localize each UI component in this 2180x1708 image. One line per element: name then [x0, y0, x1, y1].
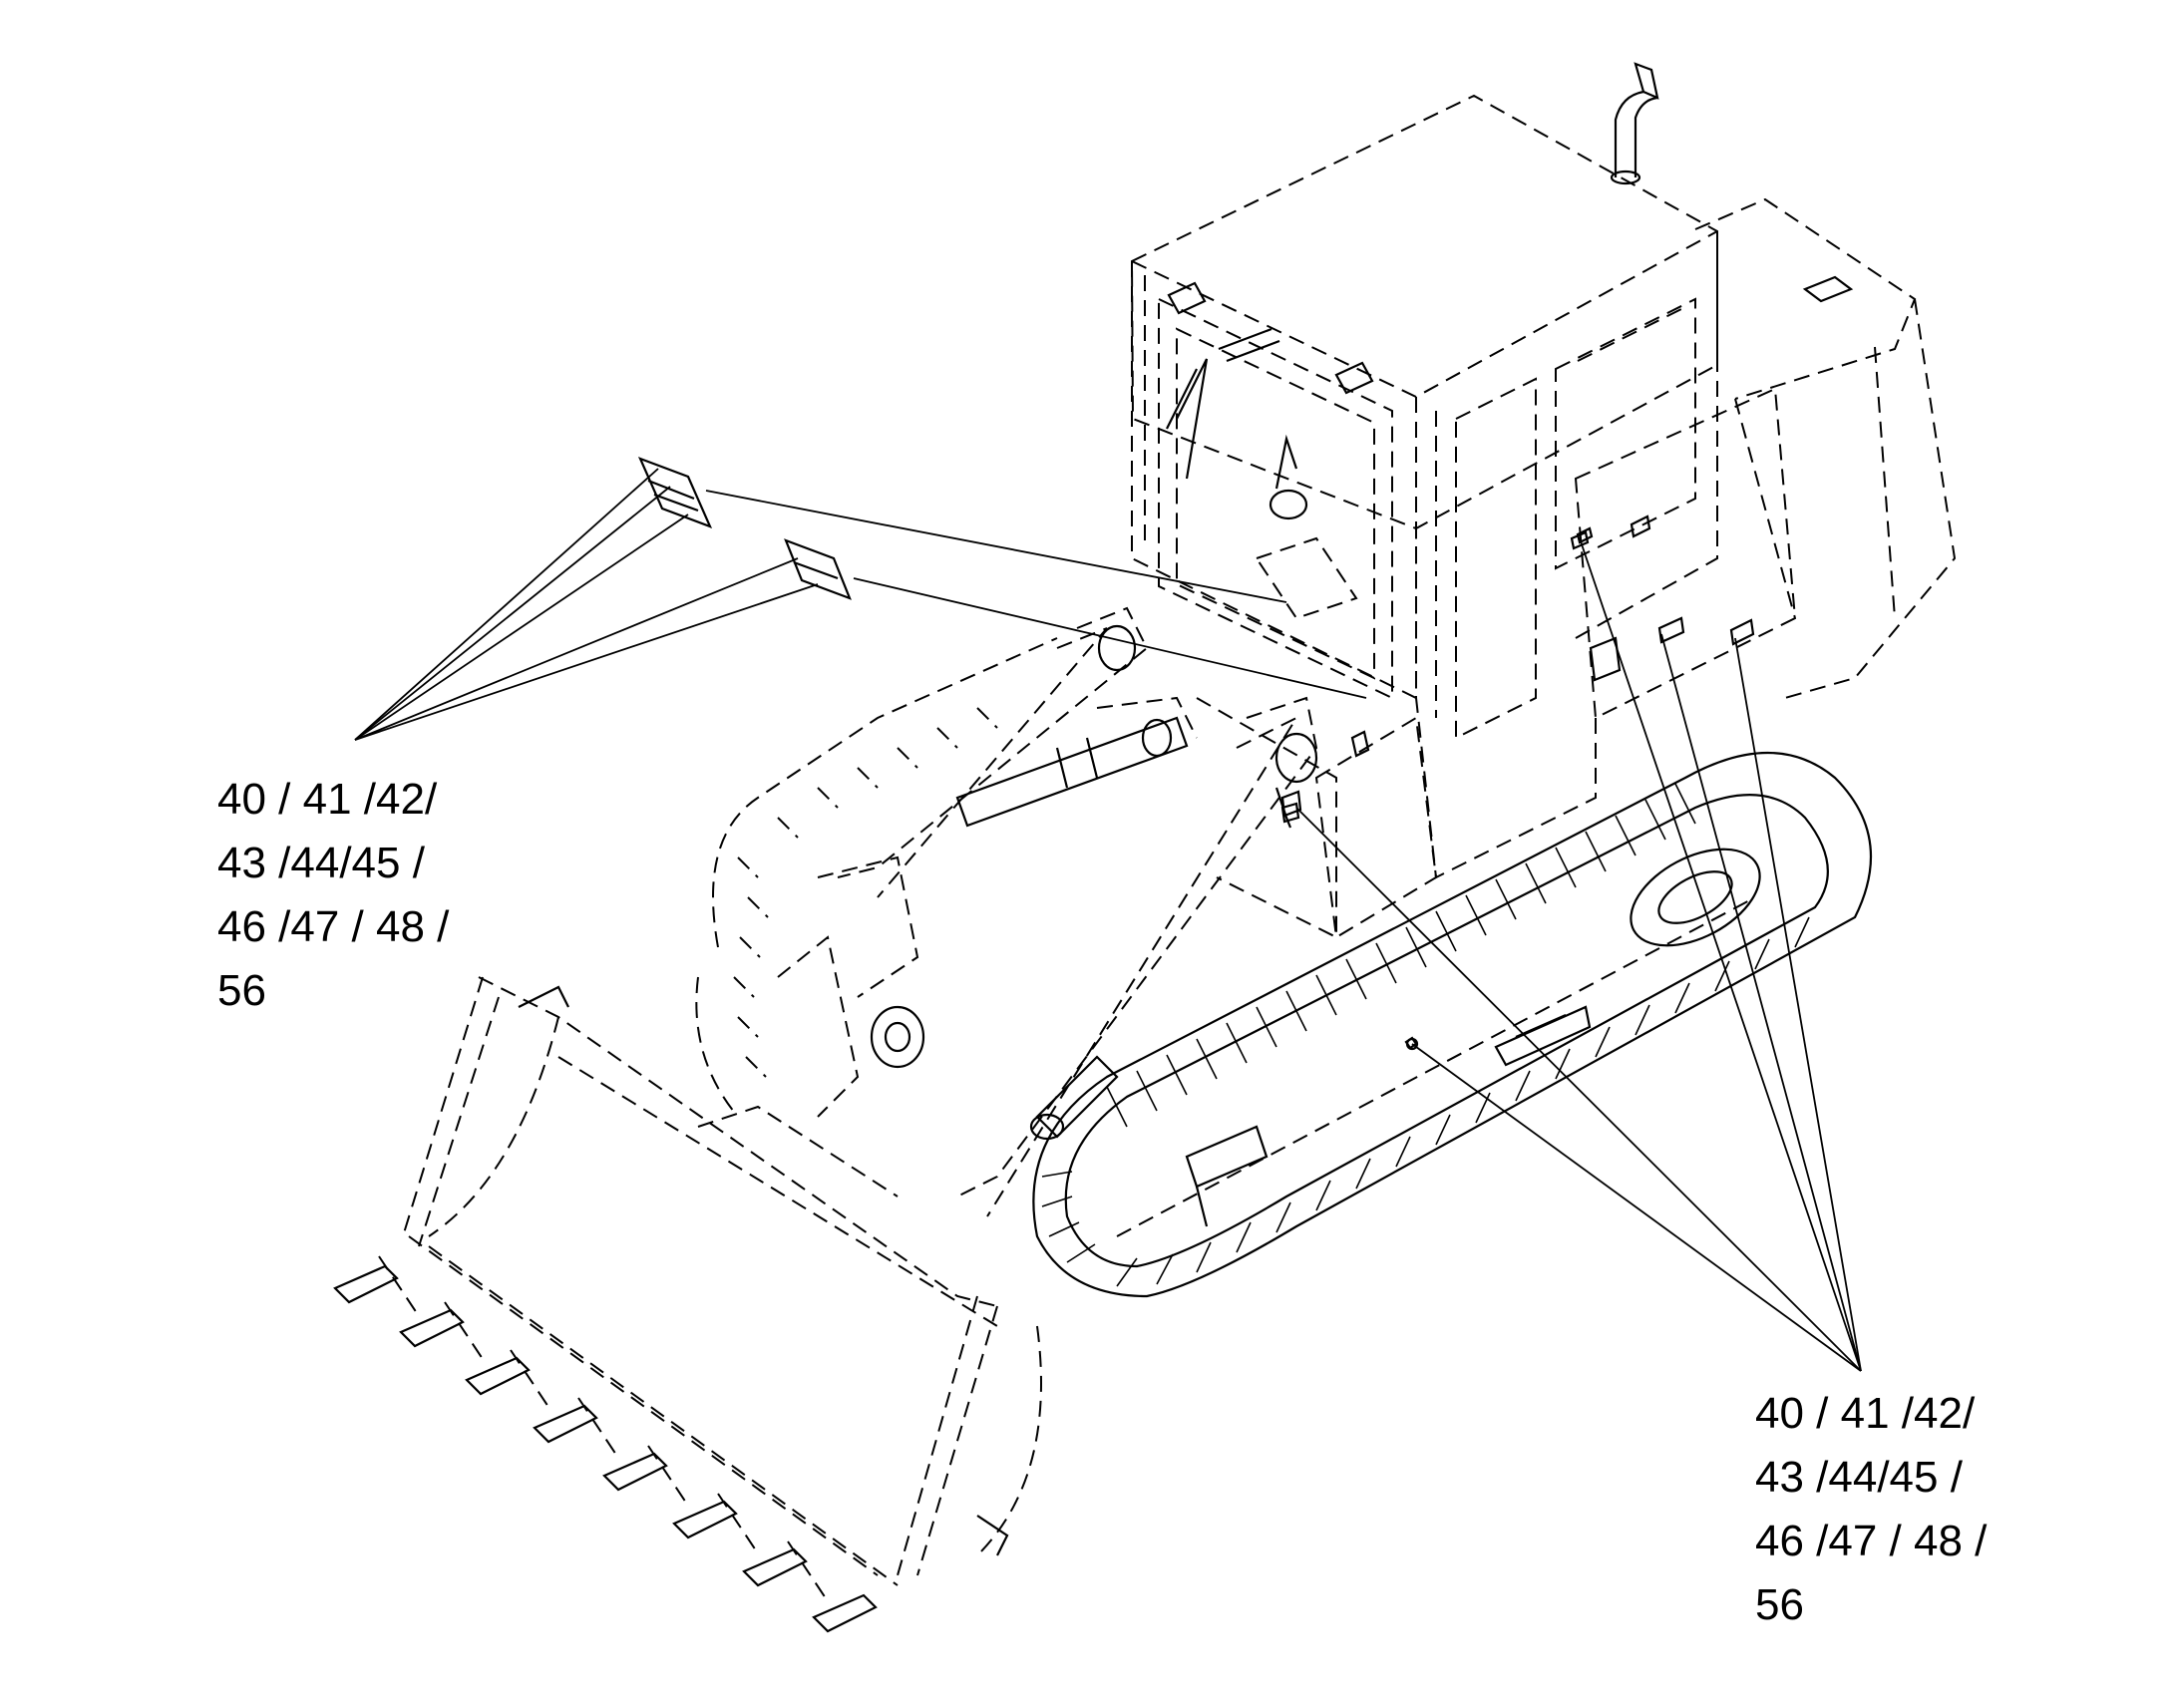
callout-right-line-1: 40 / 41 /42/ [1755, 1389, 1976, 1438]
callout-left-line-3: 46 /47 / 48 / [217, 902, 450, 951]
decal-sheets [637, 457, 1594, 818]
callout-left-line-2: 43 /44/45 / [217, 839, 425, 887]
leader-lines-right [1295, 537, 1862, 1372]
callout-right-line-2: 43 /44/45 / [1755, 1453, 1963, 1502]
operator-cab [1130, 62, 1718, 740]
callout-left-line-1: 40 / 41 /42/ [217, 775, 438, 824]
lift-arms [777, 606, 1318, 1217]
callout-left-line-4: 56 [217, 966, 266, 1015]
track-left [695, 637, 1058, 1118]
callout-right-line-4: 56 [1755, 1580, 1804, 1629]
leader-lines-left [354, 468, 1367, 741]
chassis-body [1196, 697, 1438, 939]
bucket [333, 976, 1042, 1633]
callout-right: 40 / 41 /42/ 43 /44/45 / 46 /47 / 48 / 5… [1755, 1382, 1987, 1637]
track-right [1032, 751, 1873, 1298]
callout-left: 40 / 41 /42/ 43 /44/45 / 46 /47 / 48 / 5… [217, 768, 449, 1023]
callout-right-line-3: 46 /47 / 48 / [1755, 1517, 1988, 1565]
engine-hood [1415, 197, 1957, 879]
